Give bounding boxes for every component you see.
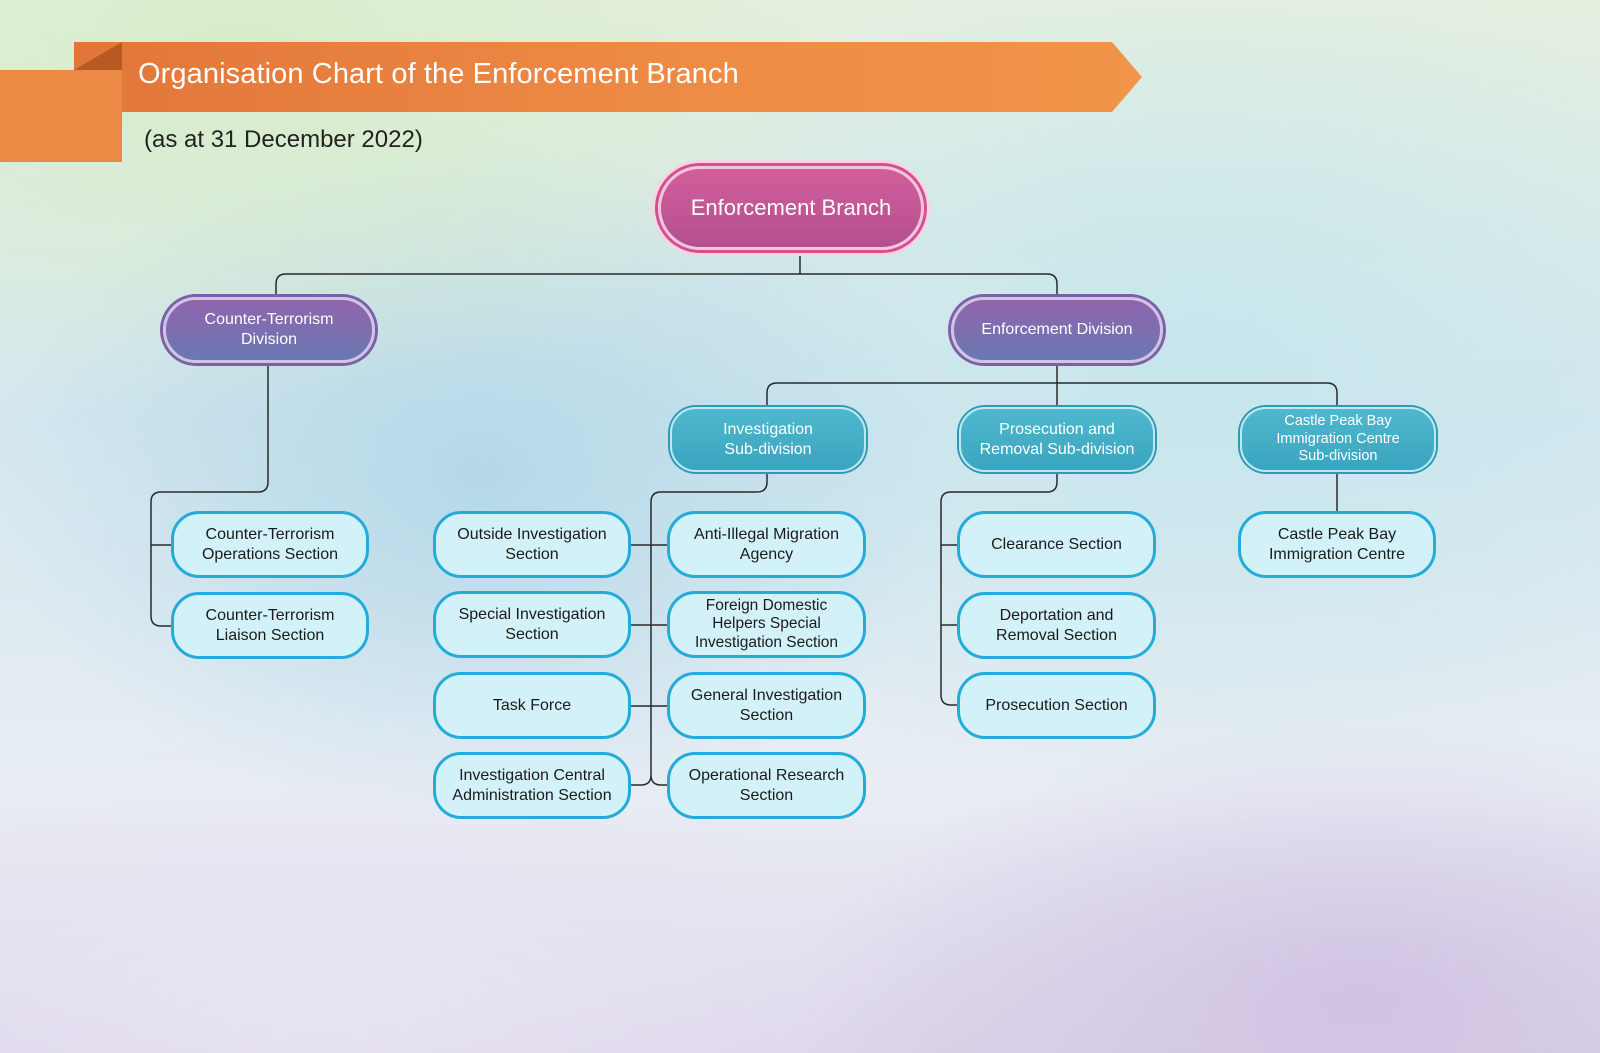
node-castle-peak-subdivision: Castle Peak Bay Immigration Centre Sub-d… (1240, 407, 1436, 472)
node-ct-liaison-section: Counter-Terrorism Liaison Section (171, 592, 369, 659)
node-label: Special Investigation Section (458, 605, 606, 643)
page-subtitle: (as at 31 December 2022) (144, 126, 423, 153)
node-investigation-subdivision: Investigation Sub-division (670, 407, 866, 472)
node-label: Outside Investigation Section (457, 525, 607, 563)
node-enforcement-branch: Enforcement Branch (658, 166, 924, 250)
connector-branch-divisions (275, 250, 1058, 297)
node-label: Deportation and Removal Section (996, 606, 1117, 644)
node-fdh-special-investigation-section: Foreign Domestic Helpers Special Investi… (667, 591, 866, 658)
node-castle-peak-bay-immigration-centre: Castle Peak Bay Immigration Centre (1238, 511, 1436, 578)
node-label: Counter-Terrorism Division (204, 311, 334, 348)
node-special-investigation-section: Special Investigation Section (433, 591, 631, 658)
node-investigation-central-admin-section: Investigation Central Administration Sec… (433, 752, 631, 819)
node-enforcement-division: Enforcement Division (951, 297, 1163, 363)
node-general-investigation-section: General Investigation Section (667, 672, 866, 739)
node-deportation-removal-section: Deportation and Removal Section (957, 592, 1156, 659)
title-banner (74, 42, 1142, 112)
node-label: Investigation Sub-division (723, 420, 813, 458)
node-prosecution-subdivision: Prosecution and Removal Sub-division (959, 407, 1155, 472)
node-label: Castle Peak Bay Immigration Centre (1268, 525, 1406, 563)
node-label: General Investigation Section (690, 686, 843, 724)
node-label: Castle Peak Bay Immigration Centre Sub-d… (1276, 413, 1400, 465)
node-label: Prosecution Section (985, 696, 1128, 714)
node-outside-investigation-section: Outside Investigation Section (433, 511, 631, 578)
node-task-force: Task Force (433, 672, 631, 739)
banner-left-tab (0, 70, 122, 162)
node-label: Counter-Terrorism Liaison Section (205, 606, 335, 644)
node-label: Clearance Section (991, 535, 1122, 553)
node-counter-terrorism-division: Counter-Terrorism Division (163, 297, 375, 363)
node-label: Enforcement Branch (690, 194, 892, 220)
node-operational-research-section: Operational Research Section (667, 752, 866, 819)
node-label: Task Force (492, 696, 572, 714)
connector-ct-sections (150, 363, 269, 627)
node-clearance-section: Clearance Section (957, 511, 1156, 578)
node-label: Counter-Terrorism Operations Section (201, 525, 339, 563)
node-anti-illegal-migration-agency: Anti-Illegal Migration Agency (667, 511, 866, 578)
node-label: Investigation Central Administration Sec… (452, 766, 612, 804)
node-label: Anti-Illegal Migration Agency (694, 525, 839, 563)
node-label: Operational Research Section (688, 766, 845, 804)
node-prosecution-section: Prosecution Section (957, 672, 1156, 739)
node-ct-operations-section: Counter-Terrorism Operations Section (171, 511, 369, 578)
node-label: Prosecution and Removal Sub-division (979, 420, 1135, 458)
page-title: Organisation Chart of the Enforcement Br… (138, 58, 739, 90)
node-label: Foreign Domestic Helpers Special Investi… (694, 597, 839, 651)
connector-ed-subdivisions (766, 363, 1338, 405)
connector-prosecution-sections (940, 472, 1058, 706)
banner-fold (74, 42, 122, 70)
node-label: Enforcement Division (981, 321, 1133, 339)
